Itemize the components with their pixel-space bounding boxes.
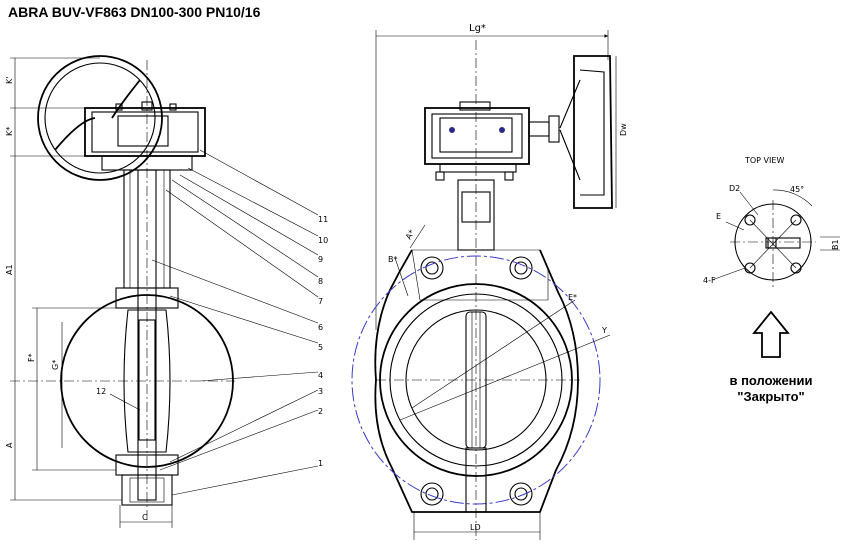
caption-line-2: "Закрыто" [737,389,804,404]
dim-e-star: E* [568,293,577,302]
part-11: 11 [318,215,328,224]
up-arrow-icon [752,310,790,358]
dim-f-star: F* [27,353,36,362]
dim-b-star: B* [388,255,398,264]
dim-angle: 45° [790,185,804,194]
dim-k-prime: K' [5,77,14,84]
part-4: 4 [318,371,323,380]
part-3: 3 [318,387,323,396]
dim-b1: B1 [831,239,840,250]
dim-d2: D2 [729,184,740,193]
part-5: 5 [318,343,323,352]
dim-4-f: 4-F [703,276,716,285]
part-leaders [109,149,319,496]
top-view-heading: TOP VIEW [744,156,784,165]
dim-e: E [716,212,721,221]
part-10: 10 [318,236,328,245]
side-section-view [10,55,235,528]
part-2: 2 [318,407,323,416]
part-6: 6 [318,323,323,332]
part-7: 7 [318,297,323,306]
dim-a-star: A* [404,228,417,241]
top-view [711,189,840,358]
part-9: 9 [318,255,323,264]
dim-c: C [142,513,148,522]
dim-y: Y [601,326,607,335]
dim-ld: LD [470,523,481,532]
part-8: 8 [318,277,323,286]
part-1: 1 [318,459,323,468]
drawing-title: ABRA BUV-VF863 DN100-300 PN10/16 [8,4,261,20]
dim-g-star: G* [51,360,60,370]
handwheel-rim [37,55,163,181]
dim-k-star: K* [5,127,14,136]
caption-line-1: в положении [729,373,812,388]
part-12: 12 [96,387,106,396]
dim-lg: Lg* [469,23,486,34]
front-view [351,30,617,540]
dim-a: A [5,442,14,448]
dim-a1: A1 [5,264,14,275]
dim-dw: Dw [619,123,628,136]
